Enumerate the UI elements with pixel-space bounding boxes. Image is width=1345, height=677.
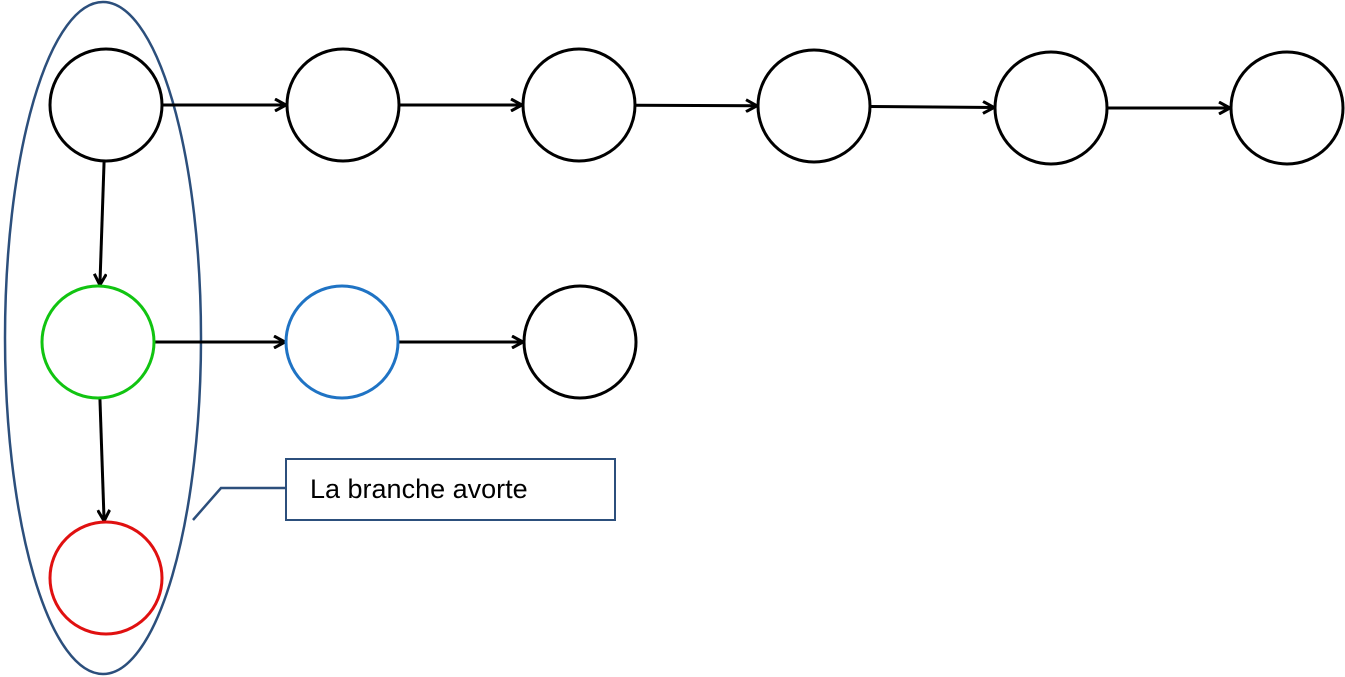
- node-n2: [285, 47, 401, 163]
- node-b2: [284, 284, 400, 400]
- edge-arrow-n1-b1: [100, 160, 104, 285]
- callout-box: La branche avorte: [285, 458, 616, 521]
- node-n1: [48, 47, 164, 163]
- callout-leader-line: [192, 486, 285, 521]
- node-n3: [521, 47, 637, 163]
- node-n5: [993, 50, 1109, 166]
- callout-label: La branche avorte: [310, 474, 528, 504]
- edge-arrow-n4-n5: [869, 107, 994, 108]
- edge-arrow-n3-n4: [634, 105, 757, 106]
- node-n4: [756, 48, 872, 164]
- node-a1: [48, 520, 164, 636]
- nodes-layer: [40, 47, 1345, 636]
- edges-layer: [100, 105, 1230, 521]
- node-b1: [40, 284, 156, 400]
- node-n6: [1229, 50, 1345, 166]
- node-b3: [522, 284, 638, 400]
- edge-arrow-b1-a1: [100, 397, 104, 521]
- aborted-branch-highlight: [3, 0, 203, 676]
